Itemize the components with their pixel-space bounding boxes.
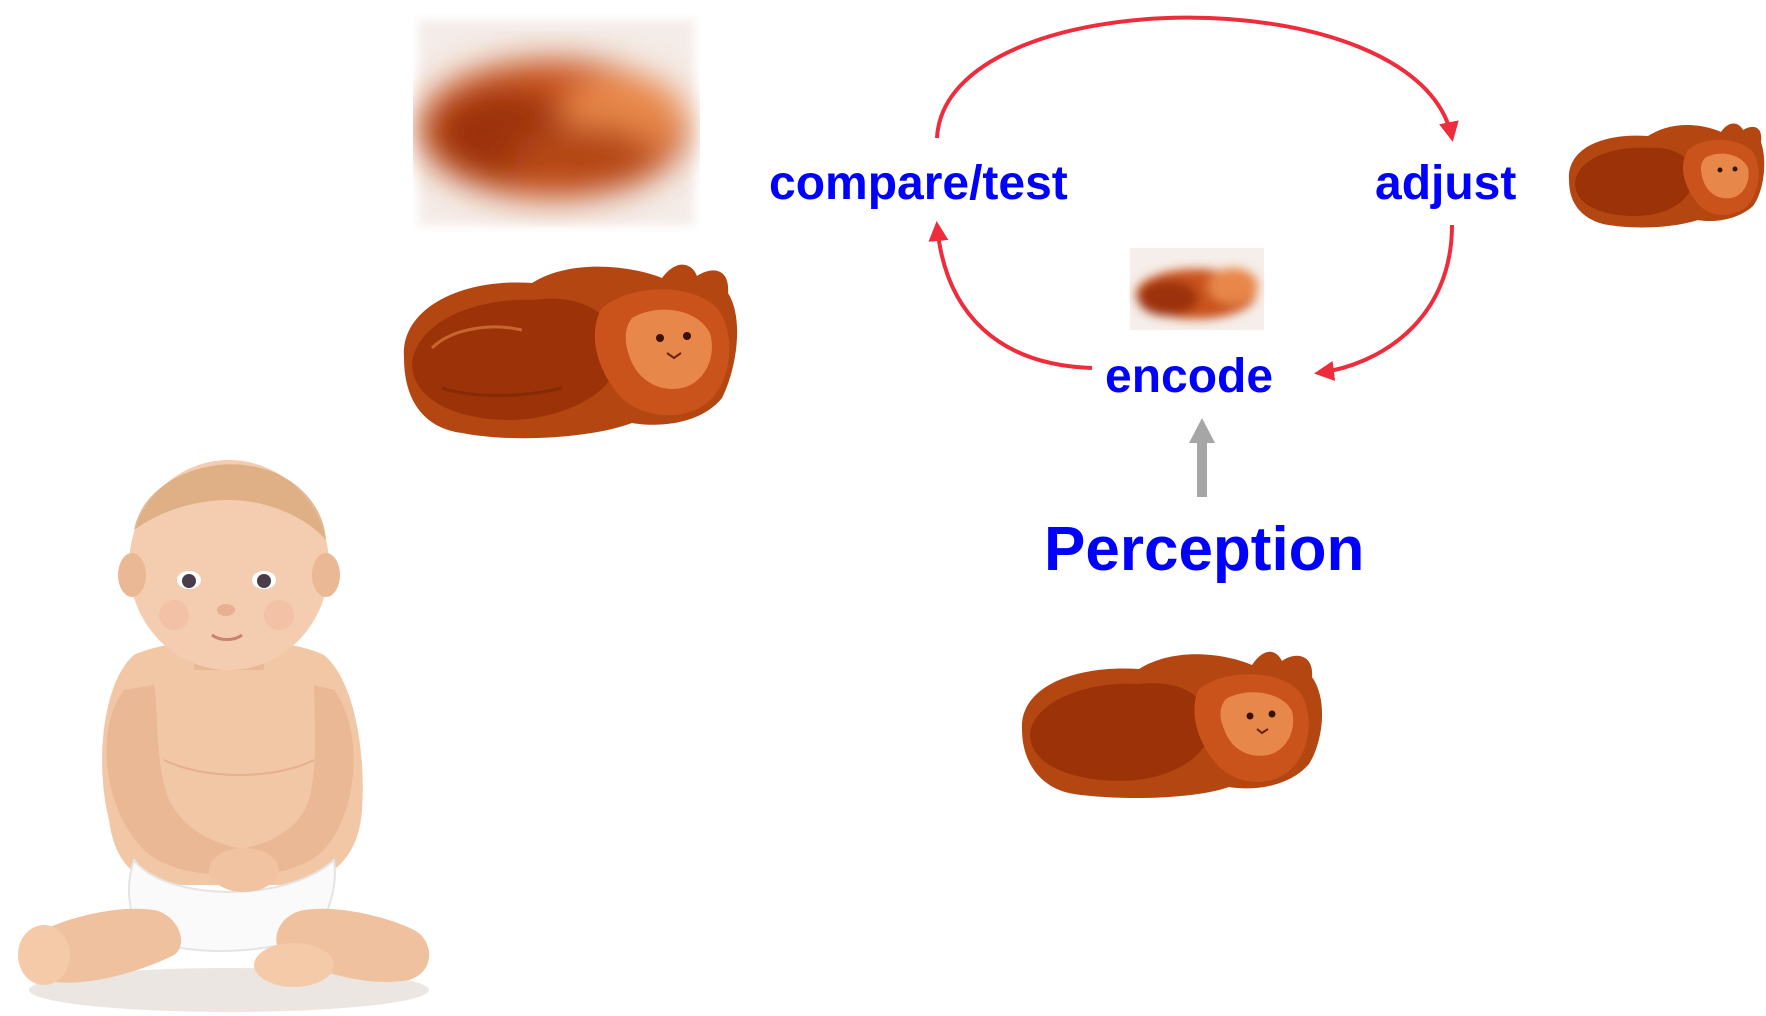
arrow-compare-to-adjust: [937, 18, 1452, 138]
encode-label: encode: [1105, 353, 1273, 401]
blurred-cat-small: [1128, 246, 1266, 332]
arrow-adjust-to-encode: [1318, 225, 1452, 373]
cat-image-adjust: [1563, 108, 1766, 233]
adjust-label: adjust: [1375, 160, 1516, 208]
cat-image-perceived: [1014, 629, 1337, 804]
arrow-perception-to-encode: [1189, 418, 1215, 497]
cat-image-top: [392, 238, 744, 448]
arrow-encode-to-compare: [937, 225, 1092, 368]
blurred-cat-large: [413, 14, 700, 236]
compare-test-label: compare/test: [769, 160, 1068, 208]
perception-label: Perception: [1044, 519, 1364, 581]
baby-photo: [14, 460, 444, 1016]
